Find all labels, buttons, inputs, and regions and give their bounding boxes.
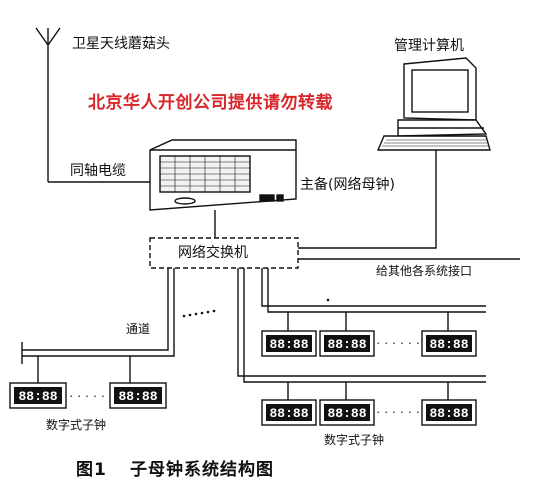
network-switch-box [149, 237, 299, 269]
figure-title: 子母钟系统结构图 [130, 460, 274, 480]
figure-number: 图1 [76, 460, 107, 480]
channel-label: 通道 [126, 322, 151, 336]
clock-lower-1: 88:88 [261, 399, 317, 426]
clock-upper-2: 88:88 [319, 330, 375, 357]
satellite-antenna-icon [35, 27, 61, 182]
clock-digits: 88:88 [327, 406, 366, 421]
clock-upper-1: 88:88 [261, 330, 317, 357]
clock-upper-3: 88:88 [421, 330, 477, 357]
digital-clock-right-label: 数字式子钟 [324, 433, 385, 447]
coax-cable-label: 同轴电缆 [70, 163, 126, 179]
clock-ellipsis: · · · · · · [69, 388, 113, 403]
clock-digits: 88:88 [429, 406, 468, 421]
clock-digits: 88:88 [429, 337, 468, 352]
clock-ellipsis: · · · · · · [376, 404, 420, 419]
master-clock-label: 主备(网络母钟) [300, 177, 395, 193]
digital-clock-left-label: 数字式子钟 [46, 418, 107, 432]
clock-lower-3: 88:88 [421, 399, 477, 426]
satellite-antenna-label: 卫星天线蘑菇头 [72, 36, 170, 52]
management-computer-label: 管理计算机 [394, 38, 464, 54]
network-switch-label: 网络交换机 [178, 245, 248, 261]
clock-left-2: 88:88 [109, 382, 167, 409]
clock-digits: 88:88 [269, 406, 308, 421]
other-system-interface-label: 给其他各系统接口 [376, 264, 473, 278]
clock-ellipsis: · · · · · · [376, 335, 420, 350]
management-computer-icon [376, 57, 491, 151]
continuation-dots [182, 298, 330, 318]
clock-digits: 88:88 [118, 389, 157, 404]
clock-digits: 88:88 [327, 337, 366, 352]
clock-lower-2: 88:88 [319, 399, 375, 426]
clock-digits: 88:88 [18, 389, 57, 404]
clock-left-1: 88:88 [9, 382, 67, 409]
master-clock-unit [149, 139, 297, 211]
watermark-text: 北京华人开创公司提供请勿转载 [88, 93, 333, 113]
clock-digits: 88:88 [269, 337, 308, 352]
